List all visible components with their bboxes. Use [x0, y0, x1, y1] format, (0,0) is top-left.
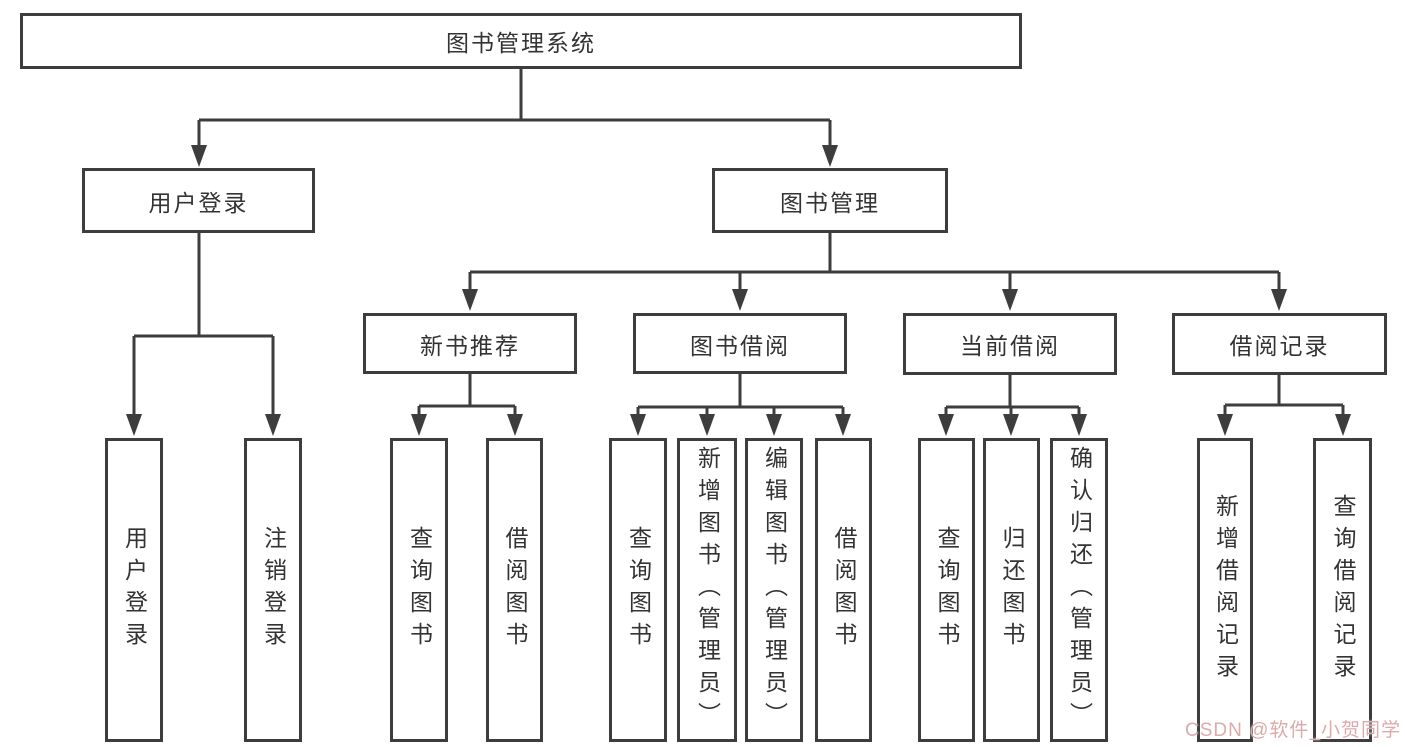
node-user-login: 用户登录	[82, 168, 315, 233]
leaf-query-borrow-record: 查询借阅记录	[1313, 438, 1372, 742]
arrowheads	[126, 145, 1351, 436]
leaf-query-books-recommend: 查询图书	[390, 438, 448, 742]
leaf-label: 归还图书	[999, 526, 1025, 654]
leaf-label: 查询图书	[406, 526, 433, 654]
node-book-management: 图书管理	[712, 168, 948, 233]
node-label: 新书推荐	[420, 332, 520, 359]
leaf-label: 借阅图书	[831, 526, 857, 654]
leaf-add-borrow-record: 新增借阅记录	[1197, 438, 1253, 742]
leaf-borrow-books-recommend: 借阅图书	[486, 438, 543, 742]
leaf-label: 查询借阅记录	[1330, 494, 1356, 686]
node-new-book-recommend: 新书推荐	[363, 313, 577, 374]
leaf-label: 新增借阅记录	[1212, 494, 1239, 686]
node-label: 借阅记录	[1229, 333, 1330, 359]
leaf-label: 查询图书	[934, 526, 960, 654]
leaf-label: 确认归还（管理员）	[1066, 446, 1093, 734]
leaf-add-book-admin: 新增图书（管理员）	[677, 438, 737, 742]
node-current-borrowing: 当前借阅	[903, 313, 1117, 375]
leaf-label: 编辑图书（管理员）	[761, 446, 788, 734]
leaf-logout: 注销登录	[244, 438, 302, 742]
leaf-label: 注销登录	[260, 526, 287, 654]
leaf-edit-book-admin: 编辑图书（管理员）	[745, 438, 803, 742]
node-book-borrowing: 图书借阅	[633, 313, 847, 374]
node-label: 图书借阅	[690, 332, 790, 359]
csdn-watermark: CSDN @软件_小贺同学	[1185, 720, 1401, 741]
node-borrowing-records: 借阅记录	[1172, 313, 1387, 375]
leaf-label: 查询图书	[625, 526, 652, 654]
node-library-management-system: 图书管理系统	[20, 13, 1022, 69]
leaf-confirm-return-admin: 确认归还（管理员）	[1050, 438, 1108, 742]
leaf-label: 用户登录	[121, 526, 148, 654]
node-label: 图书管理	[780, 189, 880, 216]
node-label: 当前借阅	[960, 333, 1060, 359]
leaf-label: 新增图书（管理员）	[694, 446, 721, 734]
node-label: 用户登录	[148, 189, 249, 216]
leaf-label: 借阅图书	[502, 526, 528, 654]
leaf-return-books: 归还图书	[983, 438, 1040, 742]
leaf-query-books-current: 查询图书	[918, 438, 975, 742]
leaf-borrow-books: 借阅图书	[815, 438, 872, 742]
leaf-user-login: 用户登录	[105, 438, 163, 742]
node-label: 图书管理系统	[446, 30, 596, 56]
leaf-query-books-borrow: 查询图书	[609, 438, 667, 742]
